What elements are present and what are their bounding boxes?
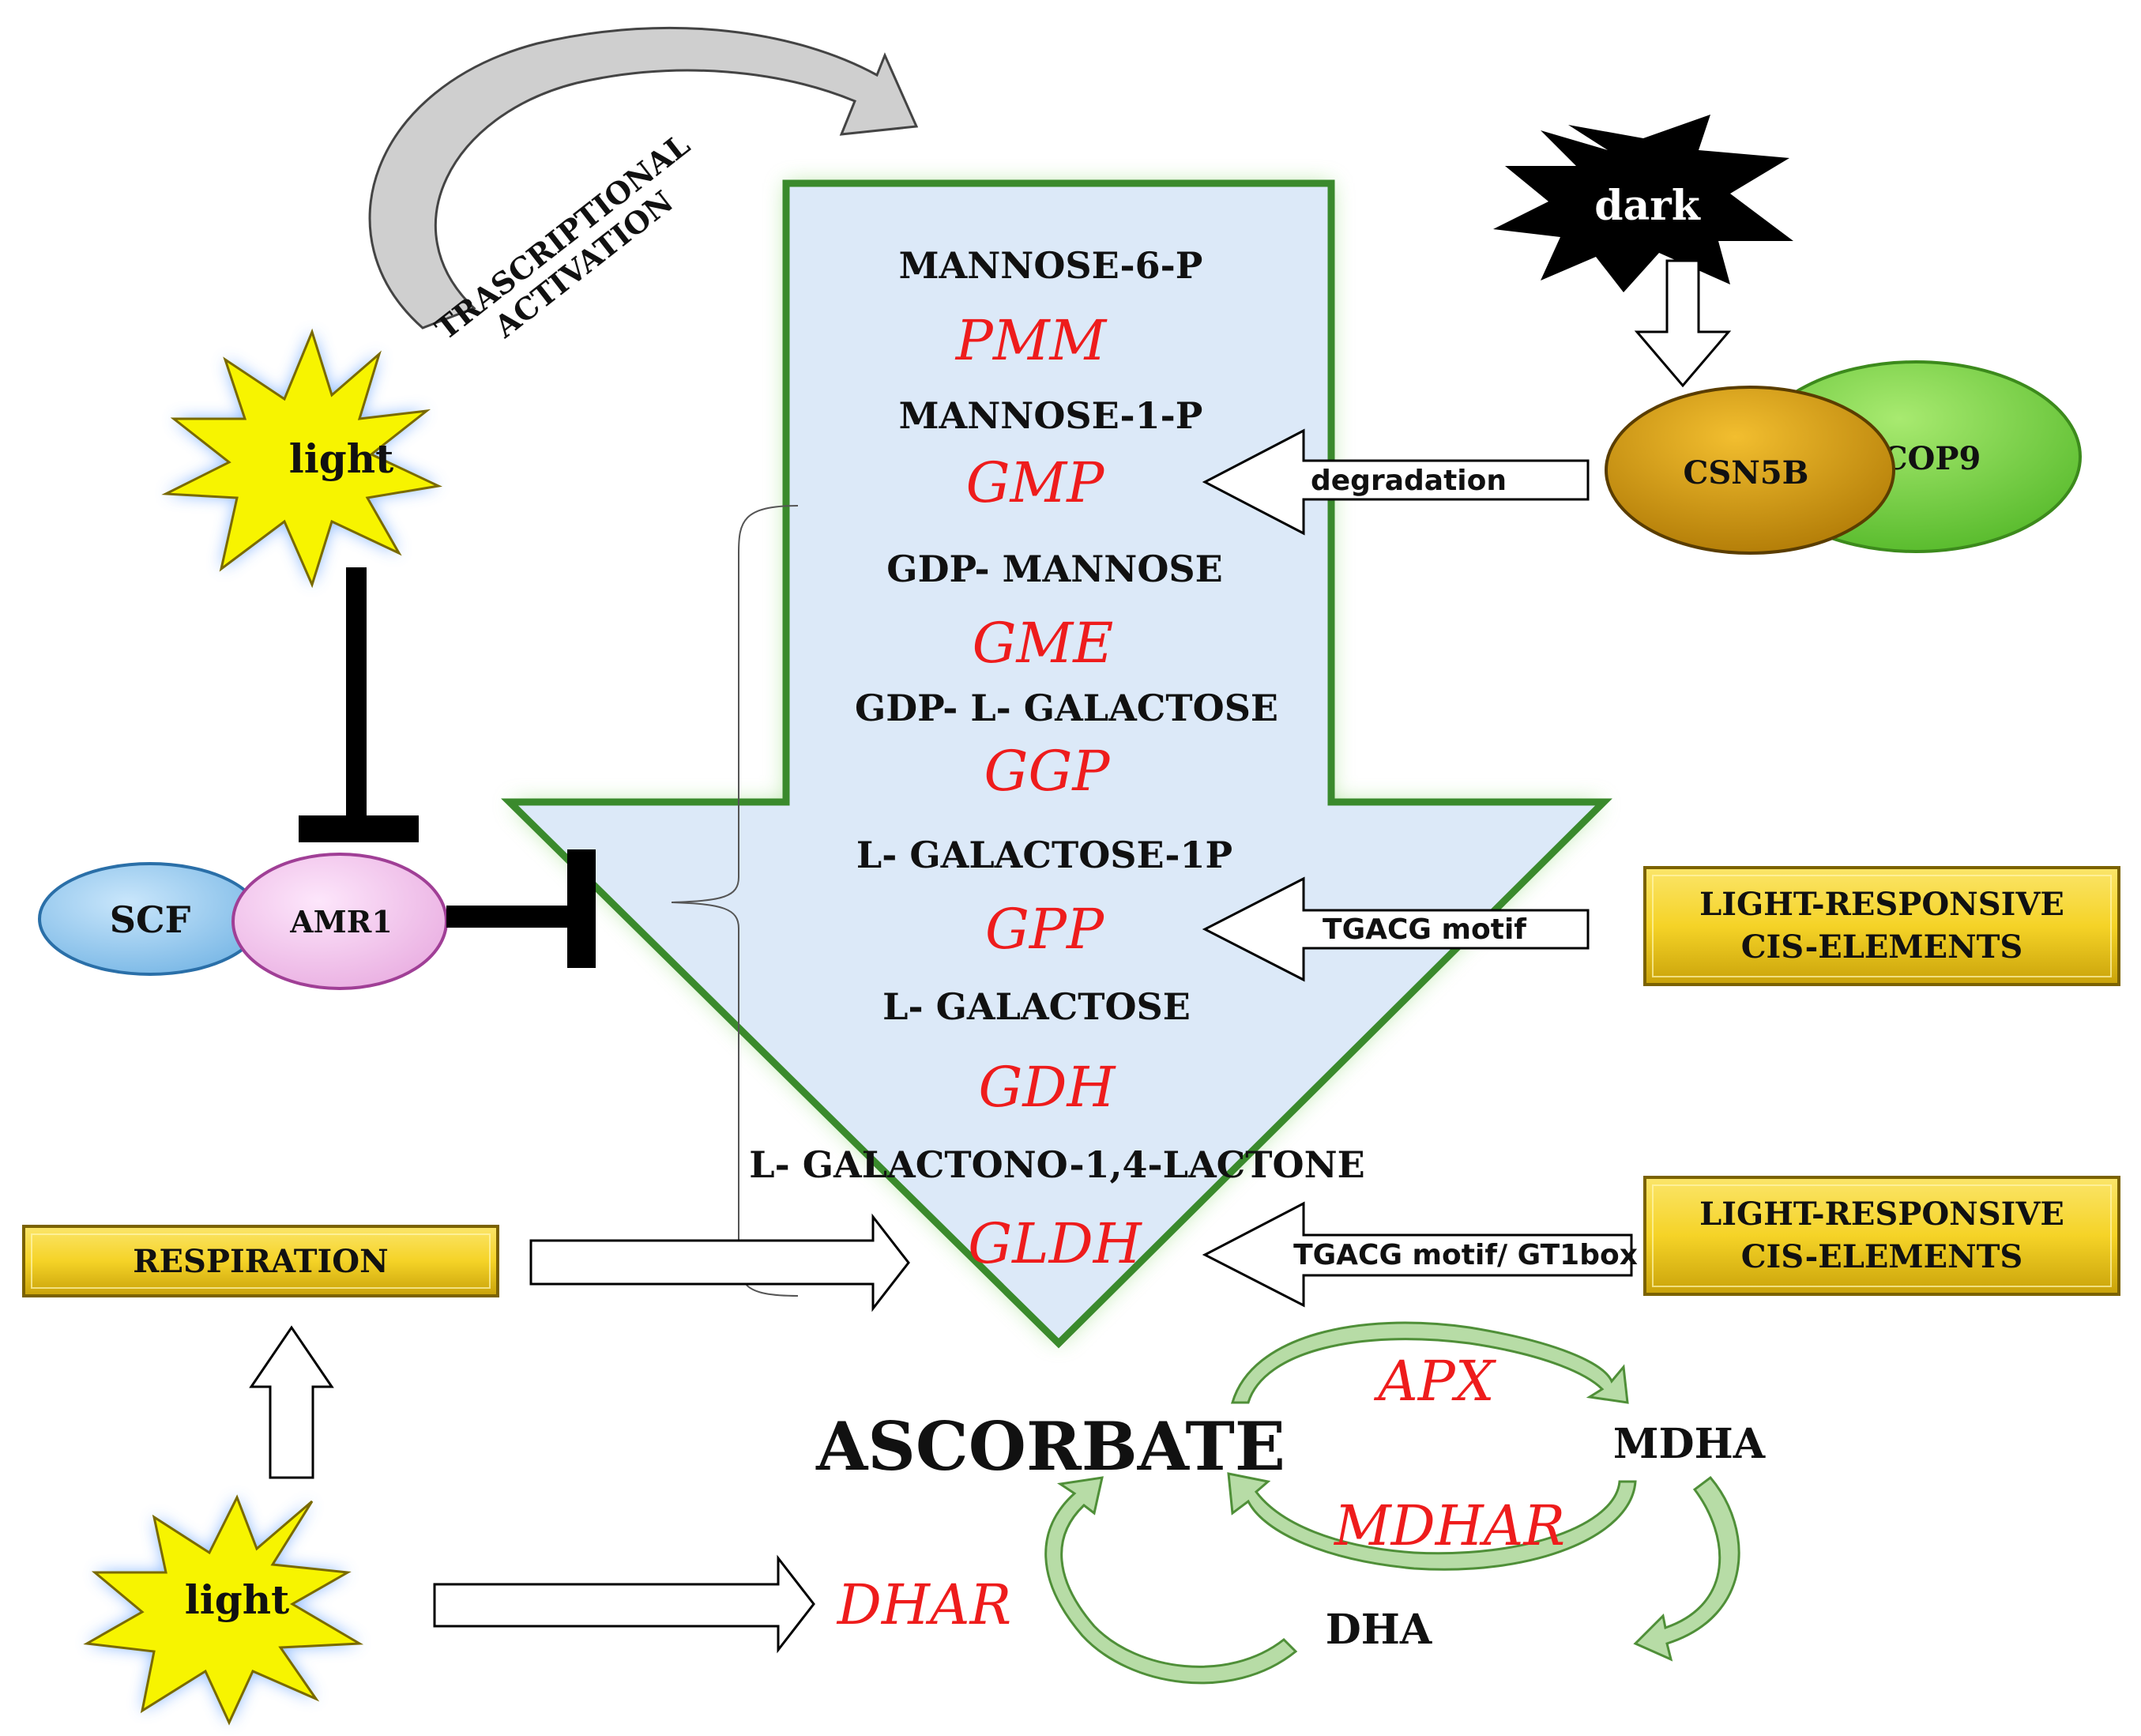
dark-down-arrow — [1634, 259, 1732, 388]
light-inhibition-symbol — [299, 567, 419, 842]
cis-elements-1-line2: CIS-ELEMENTS — [1741, 928, 2023, 966]
light-star-top — [161, 328, 442, 589]
amr1-inhibition-symbol — [446, 849, 596, 968]
enzyme-gpp: GPP — [985, 897, 1105, 962]
cis-elements-2-line1: LIGHT-RESPONSIVE — [1699, 1196, 2064, 1233]
respiration-box — [22, 1225, 499, 1297]
metabolite-gdp-mannose: GDP- MANNOSE — [886, 548, 1222, 590]
degradation-arrow — [1202, 428, 1590, 536]
transcriptional-activation-arrow — [368, 26, 919, 330]
light-to-respiration-arrow — [249, 1325, 334, 1479]
csn5b-label: CSN5B — [1684, 454, 1809, 491]
cis-elements-2-line2: CIS-ELEMENTS — [1741, 1238, 2023, 1275]
light-label-bottom: light — [185, 1576, 289, 1623]
tgacg-motif-arrow — [1202, 876, 1590, 982]
metabolite-l-galactose: L- GALACTOSE — [882, 985, 1191, 1028]
enzyme-gme: GME — [973, 611, 1114, 676]
dark-label: dark — [1594, 182, 1700, 230]
product-ascorbate: ASCORBATE — [815, 1407, 1285, 1486]
csn5b-ellipse — [1605, 386, 1895, 555]
dark-star — [1493, 115, 1793, 292]
metabolite-mannose-6p: MANNOSE-6-P — [899, 244, 1203, 287]
light-label-top: light — [289, 435, 393, 482]
enzyme-dhar: DHAR — [836, 1572, 1011, 1637]
cis-elements-1-line1: LIGHT-RESPONSIVE — [1699, 886, 2064, 923]
metabolite-gdp-l-galactose: GDP- L- GALACTOSE — [855, 687, 1278, 729]
label-trascriptional: TRASCRIPTIONAL — [428, 126, 696, 347]
enzyme-pmm: PMM — [954, 308, 1108, 373]
light-star-bottom — [83, 1494, 364, 1726]
enzyme-apx: APX — [1373, 1349, 1497, 1414]
tgacg-gt1box-arrow — [1202, 1201, 1633, 1308]
enzyme-gmp: GMP — [966, 450, 1106, 515]
metabolite-l-galactono-lactone: L- GALACTONO-1,4-LACTONE — [749, 1143, 1364, 1186]
metabolite-mannose-1p: MANNOSE-1-P — [899, 394, 1203, 437]
light-to-dhar-arrow — [433, 1554, 815, 1654]
enzyme-gdh: GDH — [978, 1055, 1116, 1120]
enzyme-gldh: GLDH — [968, 1211, 1143, 1276]
cop9-label: COP9 — [1883, 440, 1981, 477]
metabolite-mdha: MDHA — [1613, 1420, 1766, 1468]
cis-elements-box-2 — [1643, 1176, 2120, 1296]
metabolite-dha: DHA — [1326, 1606, 1432, 1654]
tgacg-motif-label: TGACG motif — [1323, 913, 1526, 946]
enzyme-ggp: GGP — [984, 739, 1112, 804]
scf-label: SCF — [110, 898, 191, 941]
respiration-arrow — [529, 1213, 910, 1312]
tgacg-gt1box-label: TGACG motif/ GT1box — [1293, 1239, 1638, 1271]
respiration-label: RESPIRATION — [133, 1243, 388, 1280]
amr1-label: AMR1 — [289, 904, 393, 940]
degradation-label: degradation — [1311, 465, 1507, 497]
cycle-arrows — [1044, 1321, 1740, 1685]
cis-elements-box-1 — [1643, 866, 2120, 986]
enzyme-mdhar: MDHAR — [1333, 1493, 1565, 1558]
metabolite-l-galactose-1p: L- GALACTOSE-1P — [856, 834, 1232, 876]
